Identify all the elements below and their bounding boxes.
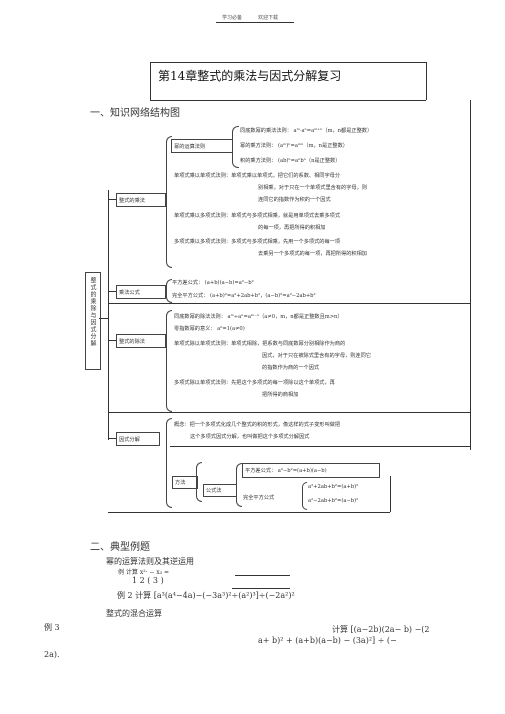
- factor-diff-squares: 平方差公式： a²−b²=(a+b)(a−b): [245, 468, 327, 474]
- mult-rule-1b: 别相乘，对于只在一个单项式里含有的字母，则: [258, 185, 367, 191]
- factorization-node: 因式分解: [116, 432, 160, 446]
- div-rule-zero-exp: 零指数幂的意义： a⁰=1(a≠0): [174, 326, 245, 332]
- factorization-brace: [166, 418, 172, 508]
- formula-perfect-square: 完全平方公式： (a+b)²=a²+2ab+b²，(a−b)²=a²−2ab+b…: [172, 293, 316, 299]
- example-3-label: 例 3: [44, 623, 60, 632]
- multiplication-label: 整式的乘法: [119, 198, 145, 204]
- header-left: 学习必备: [222, 15, 243, 21]
- formula-method-node: 公式法: [203, 484, 237, 497]
- example-1-answer-line: [232, 588, 290, 589]
- div-rule-2c: 的指数作为商的一个因式: [262, 365, 320, 371]
- formulas-divider: [108, 303, 470, 304]
- formula-method-brace: [236, 463, 242, 507]
- diagram-right-rule: [470, 100, 471, 450]
- factor-perfect-square-1: a²+2ab+b²=(a+b)²: [308, 484, 359, 490]
- factorization-concept-2: 这个多项式因式分解，也叫做把这个多项式分解因式: [190, 434, 310, 440]
- page-title: 第14章整式的乘法与因式分解复习: [158, 69, 342, 83]
- factor-perfect-square-label: 完全平方公式: [243, 495, 275, 501]
- subheading-power-rules: 幂的运算法则及其逆运用: [106, 557, 194, 566]
- factor-right-rule: [390, 476, 391, 512]
- div-rule-3b: 把所得的商相加: [262, 392, 299, 398]
- multiplication-stub: [108, 199, 116, 200]
- power-rules-brace: [232, 126, 239, 168]
- factor-perfect-square-2: a²−2ab+b²=(a−b)²: [308, 498, 359, 504]
- title-right-rule: [426, 62, 427, 100]
- factorization-stub: [108, 438, 116, 439]
- formula-method-label: 公式法: [206, 488, 222, 494]
- formula-difference-squares: 平方差公式： (a+b)(a−b)=a²−b²: [172, 280, 254, 286]
- div-rule-2a: 单项式除以单项式法则：单项式相除，把系数与同底数幂分别相除作为商的: [174, 341, 346, 347]
- power-rules-node: 幂的运算法则: [171, 139, 233, 153]
- mult-rule-3a: 多项式乘以多项式法则：多项式与多项式相乘，先用一个多项式的每一项: [174, 239, 341, 245]
- division-node: 整式的除法: [116, 334, 166, 348]
- mult-rule-3b: 去乘另一个多项式的每一项，再把所得的积相加: [258, 251, 367, 257]
- main-connector: [108, 190, 109, 440]
- factorization-concept-1: 概念：把一个多项式化成几个整式的积的形式，像这样的式子变形叫做把: [174, 422, 341, 428]
- mult-rule-2a: 单项式乘以多项式法则：单项式与多项式相乘，就是用单项式去乘多项式: [174, 213, 341, 219]
- title-bottom-rule: [150, 100, 426, 101]
- example-1-line-2: 1 2 ( 3 ): [132, 576, 164, 585]
- title-top-rule: [150, 62, 426, 63]
- concept-divider: [170, 446, 470, 447]
- method-node: 方法: [172, 476, 198, 489]
- power-rule-2: 幂的乘方法则： (aᵐ)ⁿ=aᵐⁿ（m，n是正整数）: [240, 143, 348, 149]
- div-rule-2b: 因式，对于只在被除式里含有的字母，则连同它: [262, 353, 371, 359]
- header-right: 欢迎下载: [258, 15, 279, 21]
- method-label: 方法: [175, 480, 186, 486]
- multiplication-node: 整式的乘法: [116, 193, 166, 207]
- root-stub: [99, 318, 108, 319]
- method-brace: [196, 462, 202, 502]
- root-node: 整式的乘除与因式分解: [85, 272, 101, 370]
- subheading-mixed-ops: 整式的混合运算: [106, 609, 162, 618]
- power-rules-label: 幂的运算法则: [174, 144, 206, 150]
- formulas-node: 乘法公式: [116, 285, 166, 299]
- formulas-brace: [166, 279, 172, 303]
- mult-rule-1a: 单项式乘以单项式法则：单项式乘以单项式，把它们的系数、相同字母分: [174, 173, 341, 179]
- example-2: 例 2 计算 [a³(a⁴−4a)−(−3a³)²÷(a²)³]÷(−2a²)²: [117, 591, 295, 600]
- diagram-bottom-rule: [108, 512, 390, 513]
- factor-diff-squares-node: 平方差公式： a²−b²=(a+b)(a−b): [242, 463, 380, 478]
- power-rule-3: 积的乘方法则： (ab)ⁿ=aⁿbⁿ（n是正整数）: [240, 158, 341, 164]
- division-stub: [108, 340, 116, 341]
- multiplication-brace: [166, 136, 172, 268]
- formulas-stub: [108, 291, 116, 292]
- example-3-line-2: a+ b)² + (a+b)(a−b) − (3a)²] ÷ (−: [258, 636, 397, 645]
- title-left-rule: [150, 62, 151, 100]
- header-underline: [216, 22, 294, 23]
- division-brace: [166, 310, 172, 412]
- div-rule-1: 同底数幂的除法法则： aᵐ÷aⁿ=aᵐ⁻ⁿ（a≠0，m，n都是正整数且m>n）: [174, 314, 343, 320]
- factorization-label: 因式分解: [119, 437, 140, 443]
- example-1-line-1: 例 计算 x²· − x₃ =: [118, 569, 170, 576]
- power-rule-1: 同底数幂的乘法法则： aᵐ·aⁿ=aᵐ⁺ⁿ（m，n都是正整数）: [240, 128, 373, 134]
- division-label: 整式的除法: [119, 339, 145, 345]
- section-heading-2: 二、典型例题: [90, 542, 150, 553]
- mult-rule-1c: 连同它的指数作为积的一个因式: [258, 197, 331, 203]
- section-heading-1: 一、知识网络结构图: [90, 108, 180, 119]
- mult-rule-2b: 的每一项，再把所得的积相加: [258, 225, 326, 231]
- example-3-line-3: 2a).: [44, 650, 60, 659]
- formulas-label: 乘法公式: [119, 290, 140, 296]
- root-label: 整式的乘除与因式分解: [89, 277, 96, 347]
- example-3-line-1: 计算 [(a−2b)(2a− b) −(2: [332, 625, 430, 634]
- perfect-square-brace: [302, 482, 307, 510]
- div-rule-3a: 多项式除以单项式法则：先把这个多项式的每一项除以这个单项式，再: [174, 380, 335, 386]
- example-1-blank: [235, 575, 290, 576]
- division-divider: [108, 412, 470, 413]
